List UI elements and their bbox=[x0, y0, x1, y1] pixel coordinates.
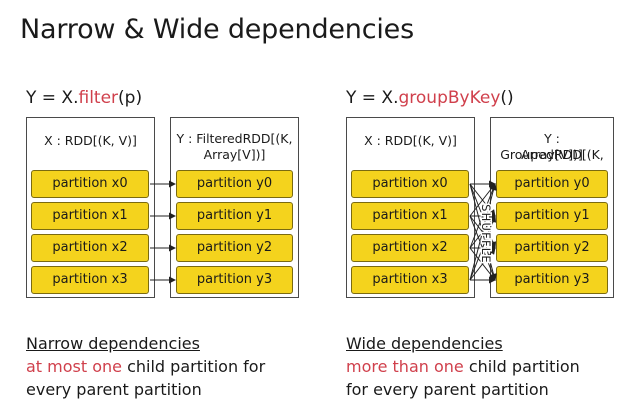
narrow-parent-partition: partition x1 bbox=[31, 202, 149, 230]
narrow-parent-partition: partition x0 bbox=[31, 170, 149, 198]
narrow-caption-line3: every parent partition bbox=[26, 380, 202, 399]
wide-formula-method: groupByKey bbox=[398, 88, 501, 108]
narrow-parent-partition: partition x2 bbox=[31, 234, 149, 262]
wide-child-partition: partition y0 bbox=[496, 170, 608, 198]
wide-child-partition: partition y2 bbox=[496, 234, 608, 262]
wide-dependency-arrow bbox=[469, 215, 497, 281]
narrow-child-header-line1: Y : FilteredRDD[(K, bbox=[176, 131, 293, 146]
wide-parent-partition: partition x0 bbox=[351, 170, 469, 198]
wide-child-header-line1: Y : GroupedRDD[(K, bbox=[500, 131, 604, 162]
wide-dependency-arrows bbox=[469, 180, 497, 284]
narrow-caption-highlight: at most one bbox=[26, 357, 123, 376]
narrow-formula-suffix: (p) bbox=[118, 88, 143, 108]
narrow-caption-rest: child partition for bbox=[122, 357, 266, 376]
wide-child-header-line2: Array[V])] bbox=[521, 147, 583, 162]
narrow-formula-method: filter bbox=[78, 88, 119, 108]
wide-caption-title: Wide dependencies bbox=[346, 334, 503, 353]
wide-child-partition: partition y3 bbox=[496, 266, 608, 294]
wide-child-partition: partition y1 bbox=[496, 202, 608, 230]
wide-parent-partition: partition x3 bbox=[351, 266, 469, 294]
narrow-formula-prefix: Y = X. bbox=[26, 88, 79, 108]
wide-dependency-arrow bbox=[469, 183, 497, 281]
wide-parent-partition: partition x2 bbox=[351, 234, 469, 262]
narrow-parent-header: X : RDD[(K, V)] bbox=[44, 133, 137, 148]
narrow-child-partition: partition y0 bbox=[176, 170, 293, 198]
narrow-child-partition: partition y3 bbox=[176, 266, 293, 294]
wide-caption: Wide dependencies more than one child pa… bbox=[346, 332, 580, 401]
wide-dependency-arrow bbox=[469, 247, 496, 281]
wide-parent-partition: partition x1 bbox=[351, 202, 469, 230]
wide-dependency-arrow bbox=[469, 183, 497, 249]
wide-caption-highlight: more than one bbox=[346, 357, 464, 376]
narrow-child-header-line2: Array[V])] bbox=[203, 147, 266, 162]
wide-formula: Y = X.groupByKey() bbox=[346, 88, 514, 108]
wide-formula-suffix: () bbox=[500, 88, 514, 108]
wide-formula-prefix: Y = X. bbox=[346, 88, 399, 108]
narrow-parent-partition: partition x3 bbox=[31, 266, 149, 294]
narrow-child-partition: partition y2 bbox=[176, 234, 293, 262]
wide-caption-line3: for every parent partition bbox=[346, 380, 549, 399]
narrow-dependency-arrows bbox=[150, 180, 176, 284]
shuffle-label: SHUFFLE bbox=[479, 204, 493, 264]
narrow-formula: Y = X.filter(p) bbox=[26, 88, 142, 108]
page-title: Narrow & Wide dependencies bbox=[20, 14, 414, 45]
narrow-caption: Narrow dependencies at most one child pa… bbox=[26, 332, 265, 401]
wide-caption-rest: child partition bbox=[463, 357, 580, 376]
narrow-caption-title: Narrow dependencies bbox=[26, 334, 200, 353]
wide-parent-header: X : RDD[(K, V)] bbox=[364, 133, 457, 148]
narrow-child-partition: partition y1 bbox=[176, 202, 293, 230]
